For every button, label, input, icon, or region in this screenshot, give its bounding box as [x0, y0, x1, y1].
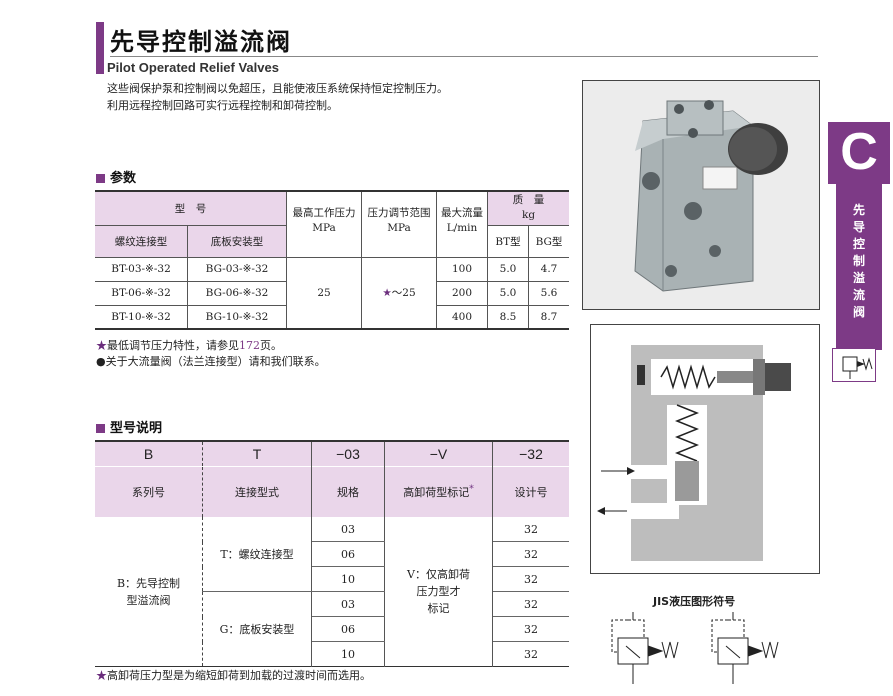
section-letter: C	[840, 123, 878, 181]
jis-symbol-title: JIS液压图形符号	[653, 595, 736, 608]
label-connection: 连接型式	[202, 466, 312, 517]
table-row: BT-10-※-32 BG-10-※-32 400 8.5 8.7	[95, 304, 569, 330]
col-thread: 螺纹连接型	[95, 224, 188, 258]
series-desc: B：先导控制型溢流阀	[95, 517, 203, 667]
conn-g-desc: G：底板安装型	[202, 591, 312, 667]
model-heading: 型号说明	[96, 417, 162, 436]
params-note-2: ●关于大流量阀（法兰连接型）请和我们联系。	[96, 355, 326, 368]
code-connection: T	[202, 440, 312, 467]
table-row: BT-03-※-32 BG-03-※-32 25 ★～25 100 5.0 4.…	[95, 256, 569, 330]
title-accent-bar	[96, 22, 104, 74]
label-series: 系列号	[95, 466, 203, 517]
valve-illustration	[583, 81, 819, 309]
hydraulic-symbol-icon	[611, 612, 779, 684]
section-tab: C 先导控 制溢流 阀	[828, 122, 890, 384]
code-series: B	[95, 440, 203, 467]
code-design: −32	[492, 440, 569, 467]
title-divider	[110, 56, 818, 57]
page-subtitle: Pilot Operated Relief Valves	[107, 60, 279, 75]
relief-valve-symbol-icon	[832, 348, 876, 382]
col-bg: BG型	[528, 224, 569, 258]
label-size: 规格	[311, 466, 385, 517]
col-model: 型 号	[95, 190, 287, 226]
params-heading: 参数	[96, 167, 136, 186]
intro-line-1: 这些阀保护泵和控制阀以免超压，且能使液压系统保持恒定控制压力。	[107, 82, 448, 95]
label-unload: 高卸荷型标记*	[384, 466, 493, 517]
max-pressure-cell: 25	[286, 256, 362, 330]
model-code-table: B T −03 −V −32 系列号 连接型式 规格 高卸荷型标记* 设计号 B…	[95, 440, 569, 667]
code-unload: −V	[384, 440, 493, 467]
params-note-1: ★最低调节压力特性，请参见172页。	[96, 339, 282, 352]
model-note: ★高卸荷压力型是为缩短卸荷到加载的过渡时间而选用。	[96, 669, 371, 682]
valve-section-illustration	[597, 345, 791, 561]
intro-line-2: 利用远程控制回路可实行远程控制和卸荷控制。	[107, 99, 338, 112]
square-bullet-icon	[96, 174, 105, 183]
product-photo	[582, 80, 820, 310]
section-label: 先导控 制溢流 阀	[852, 203, 865, 319]
conn-t-desc: T：螺纹连接型	[202, 517, 312, 592]
page-title: 先导控制溢流阀	[110, 28, 292, 56]
col-base: 底板安装型	[187, 224, 287, 258]
code-size: −03	[311, 440, 385, 467]
range-cell: ★～25	[361, 256, 437, 330]
square-bullet-icon	[96, 424, 105, 433]
unload-desc: V：仅高卸荷压力型才标记	[384, 517, 493, 667]
label-design: 设计号	[492, 466, 569, 517]
sectional-drawing	[590, 324, 820, 574]
col-bt: BT型	[487, 224, 529, 258]
jis-symbols	[606, 612, 806, 692]
